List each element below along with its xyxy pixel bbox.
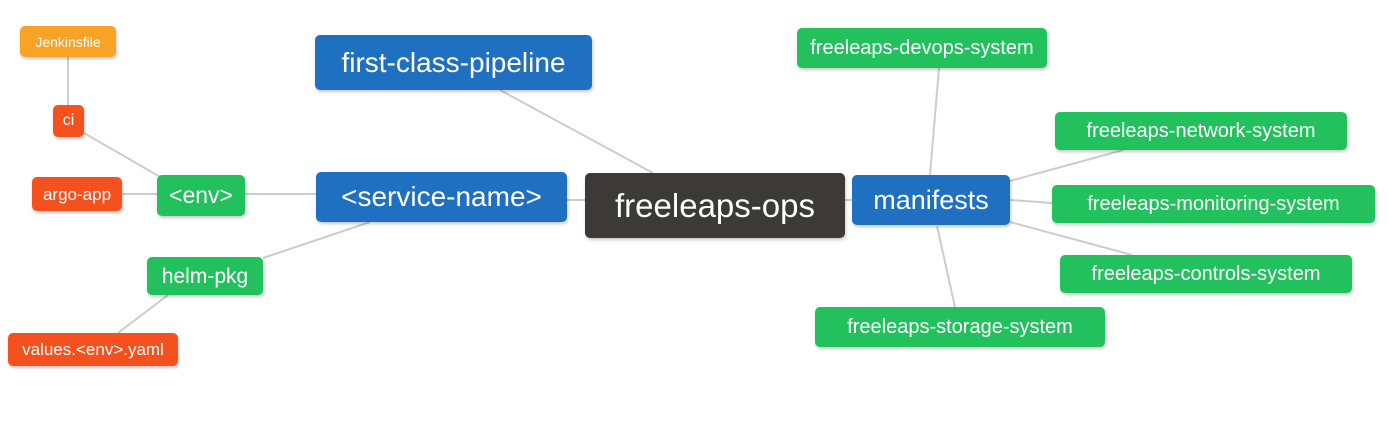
node-service-name[interactable]: <service-name> [316,172,567,222]
node-values-env-yaml[interactable]: values.<env>.yaml [8,333,178,366]
node-freeleaps-ops[interactable]: freeleaps-ops [585,173,845,238]
edge-manifests-to-storage-system [936,225,956,308]
node-monitoring-system[interactable]: freeleaps-monitoring-system [1052,185,1375,223]
node-network-system[interactable]: freeleaps-network-system [1055,112,1347,150]
node-jenkinsfile[interactable]: Jenkinsfile [20,26,116,57]
edge-ci-to-env [83,132,163,179]
edge-manifests-to-devops-system [929,67,940,176]
edge-first-class-pipeline-to-freeleaps-ops [499,89,654,174]
edge-manifests-to-network-system [1009,149,1124,182]
node-storage-system[interactable]: freeleaps-storage-system [815,307,1105,347]
node-env[interactable]: <env> [157,175,245,216]
edge-helm-pkg-to-values-env-yaml [117,294,169,334]
node-manifests[interactable]: manifests [852,175,1010,225]
node-helm-pkg[interactable]: helm-pkg [147,257,263,295]
node-argo-app[interactable]: argo-app [32,177,122,211]
node-controls-system[interactable]: freeleaps-controls-system [1060,255,1352,293]
edge-manifests-to-monitoring-system [1009,199,1053,204]
edge-manifests-to-controls-system [1009,221,1133,256]
node-ci[interactable]: ci [53,105,84,137]
edge-service-name-to-helm-pkg [262,221,371,259]
node-devops-system[interactable]: freeleaps-devops-system [797,28,1047,68]
node-first-class-pipeline[interactable]: first-class-pipeline [315,35,592,90]
